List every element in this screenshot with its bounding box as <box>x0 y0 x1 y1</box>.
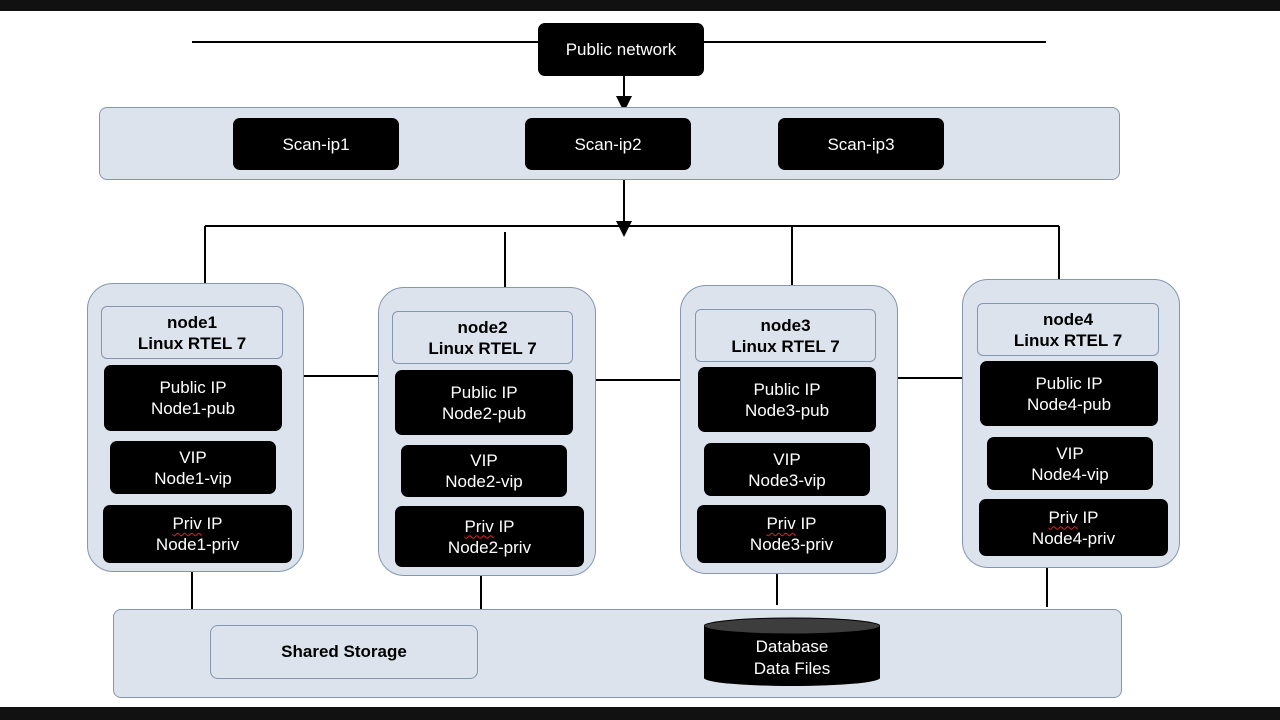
node2-vip-box: VIP Node2-vip <box>401 445 567 497</box>
database-label-line2: Data Files <box>753 659 831 678</box>
node4-priv-ip-label: Priv IP <box>1048 507 1099 527</box>
shared-storage-box: Shared Storage <box>210 625 478 679</box>
scan-ip2-label: Scan-ip2 <box>574 134 642 154</box>
scan-ip1-box: Scan-ip1 <box>233 118 399 170</box>
node2-header: node2 Linux RTEL 7 <box>392 311 573 364</box>
node4-public-ip-box: Public IP Node4-pub <box>980 361 1158 426</box>
node3-header: node3 Linux RTEL 7 <box>695 309 876 362</box>
node3-public-ip-box: Public IP Node3-pub <box>698 367 876 432</box>
node3-priv-ip-label: Priv IP <box>766 514 817 533</box>
scan-ip3-box: Scan-ip3 <box>778 118 944 170</box>
node1-public-ip-label: Public IP <box>159 378 227 397</box>
scan-ip2-box: Scan-ip2 <box>525 118 691 170</box>
node3-vip-label: VIP <box>773 449 801 469</box>
node3-vip-box: VIP Node3-vip <box>704 443 870 496</box>
node2-vip-label: VIP <box>470 451 498 470</box>
node3-public-ip-label: Public IP <box>753 379 821 399</box>
shared-storage-label: Shared Storage <box>281 642 407 661</box>
node2-priv-host: Node2-priv <box>447 537 532 557</box>
node4-header: node4 Linux RTEL 7 <box>977 303 1159 356</box>
node3-os: Linux RTEL 7 <box>731 336 840 356</box>
node2-public-ip-box: Public IP Node2-pub <box>395 370 573 435</box>
node4-vip-label: VIP <box>1056 443 1084 463</box>
node2-priv-ip-label: Priv IP <box>464 516 515 536</box>
node3-name: node3 <box>760 315 811 335</box>
node2-public-ip-label: Public IP <box>450 382 518 402</box>
node3-priv-ip-box: Priv IP Node3-priv <box>697 505 886 563</box>
node1-priv-ip-label: Priv IP <box>172 514 223 533</box>
node3-priv-host: Node3-priv <box>749 535 834 554</box>
node3-vip-host: Node3-vip <box>748 470 826 490</box>
node1-vip-label: VIP <box>179 447 207 467</box>
node1-public-ip-box: Public IP Node1-pub <box>104 365 282 431</box>
public-network-label: Public network <box>565 40 677 59</box>
scan-ip3-label: Scan-ip3 <box>827 134 895 154</box>
top-letterbox-bar <box>0 0 1280 11</box>
bottom-letterbox-bar <box>0 707 1280 720</box>
node4-priv-ip-box: Priv IP Node4-priv <box>979 499 1168 556</box>
public-network-box: Public network <box>538 23 704 76</box>
node1-priv-host: Node1-priv <box>155 535 240 554</box>
node4-name: node4 <box>1042 309 1094 329</box>
node4-priv-host: Node4-priv <box>1031 528 1116 548</box>
node2-priv-ip-box: Priv IP Node2-priv <box>395 506 584 567</box>
database-label-line1: Database <box>755 637 829 656</box>
node3-public-host: Node3-pub <box>744 400 830 420</box>
node2-public-host: Node2-pub <box>441 403 527 423</box>
database-cylinder-shape <box>703 617 881 686</box>
node1-public-host: Node1-pub <box>150 399 236 418</box>
node4-public-ip-label: Public IP <box>1035 373 1103 393</box>
node4-public-host: Node4-pub <box>1026 394 1112 414</box>
node2-os: Linux RTEL 7 <box>428 338 537 358</box>
database-cylinder: Database Data Files <box>703 617 881 687</box>
node2-name: node2 <box>457 317 508 337</box>
node1-header: node1 Linux RTEL 7 <box>101 306 283 359</box>
scan-ip1-label: Scan-ip1 <box>282 134 350 154</box>
node4-os: Linux RTEL 7 <box>1013 330 1123 350</box>
node1-os: Linux RTEL 7 <box>137 333 247 353</box>
node1-priv-ip-box: Priv IP Node1-priv <box>103 505 292 563</box>
node1-vip-host: Node1-vip <box>154 468 232 488</box>
node1-name: node1 <box>166 312 218 332</box>
node4-vip-host: Node4-vip <box>1031 464 1109 484</box>
node1-vip-box: VIP Node1-vip <box>110 441 276 494</box>
node2-vip-host: Node2-vip <box>445 472 523 491</box>
node4-vip-box: VIP Node4-vip <box>987 437 1153 490</box>
